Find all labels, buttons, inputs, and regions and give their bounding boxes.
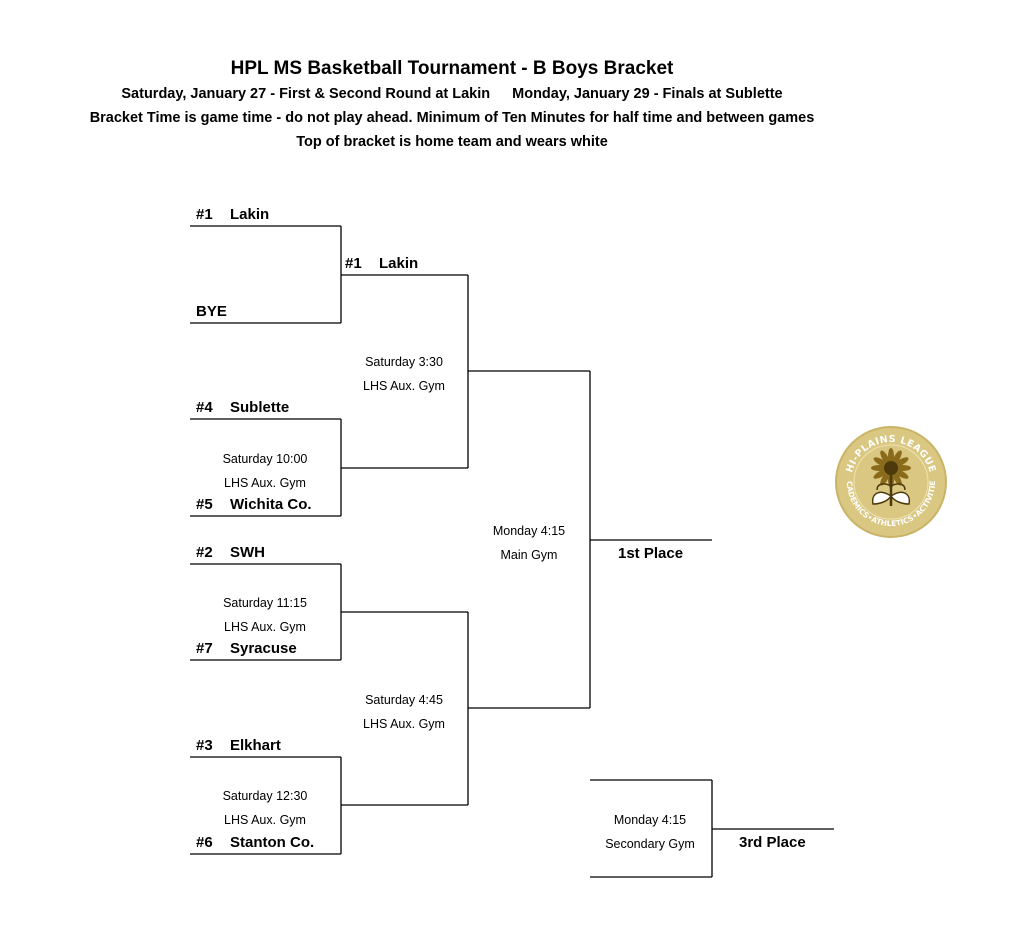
game-info-r1-g2: Saturday 10:00 LHS Aux. Gym <box>190 447 340 495</box>
schedule-dates: Saturday, January 27 - First & Second Ro… <box>0 86 904 102</box>
team-sublette: #4 Sublette <box>196 399 289 417</box>
team-lakin: #1 Lakin <box>196 206 269 224</box>
seed: #5 <box>196 496 213 513</box>
game-venue: LHS Aux. Gym <box>224 813 306 827</box>
seed: #4 <box>196 399 213 416</box>
team-swh: #2 SWH <box>196 544 265 562</box>
game-info-r1-g3: Saturday 11:15 LHS Aux. Gym <box>190 591 340 639</box>
game-time: Saturday 4:45 <box>365 693 443 707</box>
game-info-third: Monday 4:15 Secondary Gym <box>575 808 725 856</box>
first-place-label: 1st Place <box>618 545 684 562</box>
team-elkhart: #3 Elkhart <box>196 737 281 755</box>
team-syracuse: #7 Syracuse <box>196 640 297 658</box>
game-time: Saturday 11:15 <box>223 596 307 610</box>
game-info-r2-g1: Saturday 3:30 LHS Aux. Gym <box>329 350 479 398</box>
game-time: Saturday 10:00 <box>222 452 308 466</box>
r2-winner-lakin: #1 Lakin <box>345 255 418 273</box>
team-name: Sublette <box>230 399 290 416</box>
game-venue: LHS Aux. Gym <box>363 379 445 393</box>
seed: #6 <box>196 834 213 851</box>
game-time: Saturday 12:30 <box>222 789 308 803</box>
game-venue: LHS Aux. Gym <box>363 717 445 731</box>
team-name: Lakin <box>230 206 270 223</box>
game-venue: Secondary Gym <box>605 837 695 851</box>
home-team-note: Top of bracket is home team and wears wh… <box>296 134 608 150</box>
game-time: Saturday 3:30 <box>365 355 443 369</box>
game-venue: LHS Aux. Gym <box>224 476 306 490</box>
logo-inner-ring <box>853 444 929 520</box>
seed: #3 <box>196 737 213 754</box>
league-logo: HI-PLAINS LEAGUE ACADEMICS•ATHLETICS•ACT… <box>833 424 947 538</box>
team-name: Syracuse <box>230 640 297 657</box>
team-name: Stanton Co. <box>230 834 315 851</box>
game-time: Monday 4:15 <box>492 524 566 538</box>
game-info-r2-g2: Saturday 4:45 LHS Aux. Gym <box>329 688 479 736</box>
sunflower-icon <box>871 448 911 506</box>
game-venue: Main Gym <box>500 548 558 562</box>
team-stanton-co: #6 Stanton Co. <box>196 834 314 852</box>
team-name: Wichita Co. <box>230 496 312 513</box>
game-info-final: Monday 4:15 Main Gym <box>454 519 604 567</box>
team-bye: BYE <box>196 303 227 321</box>
seed: #1 <box>345 255 362 272</box>
dates-right: Monday, January 29 - Finals at Sublette <box>512 86 783 102</box>
team-name: BYE <box>196 303 227 320</box>
game-venue: LHS Aux. Gym <box>224 620 306 634</box>
seed: #7 <box>196 640 213 657</box>
game-time: Monday 4:15 <box>613 813 687 827</box>
dates-left: Saturday, January 27 - First & Second Ro… <box>121 86 491 102</box>
third-place-label: 3rd Place <box>739 834 806 851</box>
team-name: Lakin <box>379 255 419 272</box>
team-name: Elkhart <box>230 737 281 754</box>
team-wichita-co: #5 Wichita Co. <box>196 496 312 514</box>
rules-note: Bracket Time is game time - do not play … <box>89 110 815 126</box>
team-name: SWH <box>230 544 265 561</box>
page-title: HPL MS Basketball Tournament - B Boys Br… <box>230 58 674 79</box>
seed: #2 <box>196 544 213 561</box>
seed: #1 <box>196 206 213 223</box>
game-info-r1-g4: Saturday 12:30 LHS Aux. Gym <box>190 784 340 832</box>
